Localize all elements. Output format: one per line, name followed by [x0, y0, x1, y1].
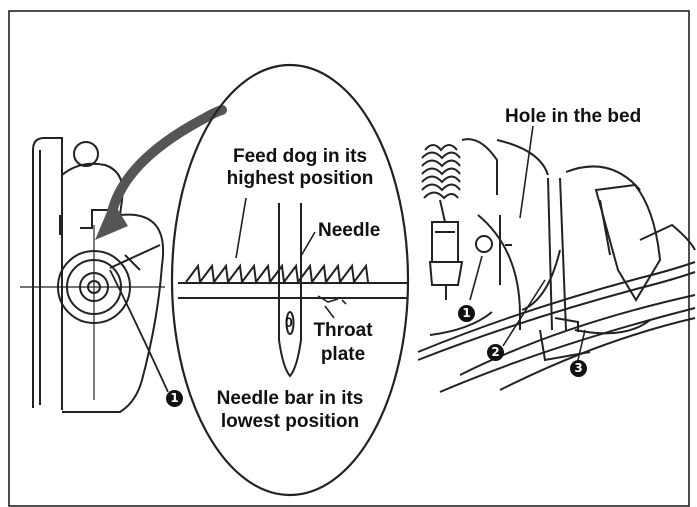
callout-3: 3: [570, 360, 587, 377]
hole-pointer-line: [519, 125, 534, 219]
callout-leader-2: [502, 279, 546, 347]
diagram-frame: [8, 10, 690, 507]
needle-shape: [278, 203, 302, 378]
callout-leader-1: [469, 255, 483, 301]
label-hole-in-bed: Hole in the bed: [505, 106, 642, 127]
label-needle-mark: 0: [285, 314, 293, 330]
pointer-lines: [235, 197, 347, 319]
callout-1-right: 1: [458, 305, 475, 322]
callout-1-left: 1: [166, 390, 183, 407]
callout-2: 2: [487, 344, 504, 361]
right-machine-view: [417, 138, 696, 393]
label-needle: Needle: [318, 220, 381, 241]
label-throat-plate: Throat plate: [313, 320, 373, 365]
callout-leader-left: [109, 269, 169, 393]
callout-leader-3: [577, 329, 586, 361]
magnified-view: [170, 63, 410, 497]
magnify-arrow-head: [95, 200, 128, 240]
throat-plate-shape: [178, 282, 408, 299]
label-feed-dog: Feed dog in its highest position: [226, 146, 374, 189]
label-needle-bar: Needle bar in its lowest position: [216, 388, 364, 432]
feed-dog-teeth: [185, 263, 369, 285]
left-machine-view: [20, 137, 165, 413]
